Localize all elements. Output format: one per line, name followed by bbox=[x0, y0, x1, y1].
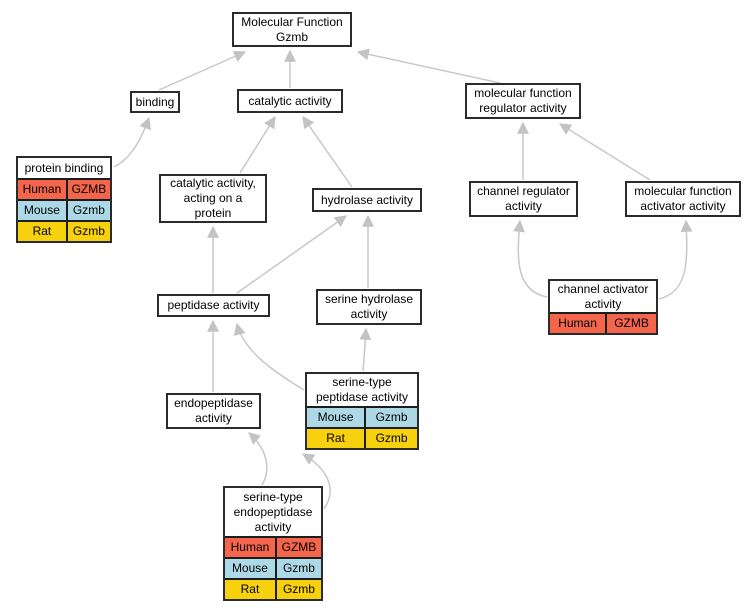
species-gene: Gzmb bbox=[274, 580, 321, 599]
node-serine-hydrolase-activity[interactable]: serine hydrolase activity bbox=[316, 289, 422, 325]
species-row: Rat Gzmb bbox=[307, 427, 417, 448]
node-label: molecular function activator activity bbox=[634, 184, 732, 213]
node-molecular-function-activator-activity[interactable]: molecular function activator activity bbox=[625, 181, 741, 217]
node-label: catalytic activity bbox=[248, 93, 332, 108]
node-label: protein binding bbox=[24, 160, 104, 175]
edge-hydrolase-to-catalytic bbox=[302, 116, 353, 188]
node-label: serine hydrolase activity bbox=[324, 292, 414, 321]
node-label: channel activator activity bbox=[557, 281, 649, 311]
node-label: serine-type peptidase activity bbox=[315, 375, 409, 404]
species-gene: Gzmb bbox=[364, 408, 417, 427]
edge-peptidase-to-hydrolase bbox=[236, 215, 347, 294]
edge-mf-regulator-to-root bbox=[356, 48, 501, 84]
species-row: Rat Gzmb bbox=[18, 220, 110, 241]
edge-channel-activator-to-channel-regulator bbox=[512, 219, 548, 298]
node-label: molecular function regulator activity bbox=[474, 86, 572, 115]
species-row: Rat Gzmb bbox=[225, 578, 321, 599]
node-label: peptidase activity bbox=[167, 298, 260, 312]
species-gene: Gzmb bbox=[364, 429, 417, 448]
node-endopeptidase-activity[interactable]: endopeptidase activity bbox=[166, 393, 261, 429]
species-organism: Rat bbox=[32, 224, 52, 238]
node-channel-activator-activity[interactable]: channel activator activity Human GZMB bbox=[548, 279, 658, 335]
species-row: Human GZMB bbox=[550, 312, 656, 333]
edge-serine-endopeptidase-to-endopeptidase bbox=[248, 432, 268, 486]
node-binding[interactable]: binding bbox=[130, 91, 180, 113]
species-organism: Human bbox=[230, 540, 270, 554]
node-peptidase-activity[interactable]: peptidase activity bbox=[157, 294, 270, 317]
species-table: Human GZMB bbox=[550, 312, 656, 333]
species-row: Mouse Gzmb bbox=[307, 406, 417, 427]
species-row: Mouse Gzmb bbox=[225, 557, 321, 578]
node-catalytic-activity[interactable]: catalytic activity bbox=[237, 89, 343, 113]
node-hydrolase-activity[interactable]: hydrolase activity bbox=[312, 188, 422, 212]
node-label: channel regulator activity bbox=[477, 184, 570, 213]
node-label: binding bbox=[135, 94, 175, 109]
node-label: catalytic activity, acting on a protein bbox=[170, 176, 256, 220]
species-organism: Mouse bbox=[317, 410, 354, 424]
species-gene: GZMB bbox=[605, 314, 656, 333]
species-organism: Human bbox=[558, 316, 597, 330]
node-molecular-function-root[interactable]: Molecular Function Gzmb bbox=[232, 12, 352, 47]
edge-serine-peptidase-to-peptidase bbox=[233, 322, 305, 391]
species-gene: Gzmb bbox=[274, 559, 321, 578]
edge-channel-activator-to-mf-activator bbox=[658, 219, 693, 300]
node-label: endopeptidase activity bbox=[174, 396, 253, 425]
species-gene: GZMB bbox=[65, 180, 110, 199]
edge-serine-peptidase-to-serine-hydrolase bbox=[359, 327, 372, 372]
species-gene: GZMB bbox=[274, 538, 321, 557]
species-organism: Rat bbox=[326, 431, 345, 445]
node-label: Molecular Function Gzmb bbox=[241, 14, 343, 44]
edge-protein-binding-to-binding bbox=[113, 116, 151, 168]
species-row: Mouse Gzmb bbox=[18, 199, 110, 220]
species-row: Human GZMB bbox=[225, 536, 321, 557]
species-organism: Rat bbox=[240, 582, 260, 596]
node-serine-type-endopeptidase-activity[interactable]: serine-type endopeptidase activity Human… bbox=[223, 486, 323, 601]
species-organism: Mouse bbox=[231, 561, 268, 575]
node-label: serine-type endopeptidase activity bbox=[233, 489, 313, 534]
edge-cat-acting-to-catalytic bbox=[239, 115, 276, 174]
edge-mf-activator-to-mf-regulator bbox=[558, 123, 651, 181]
species-organism: Human bbox=[22, 182, 62, 196]
species-gene: Gzmb bbox=[65, 222, 110, 241]
node-catalytic-activity-acting-on-a-protein[interactable]: catalytic activity, acting on a protein bbox=[159, 174, 267, 223]
node-channel-regulator-activity[interactable]: channel regulator activity bbox=[469, 181, 578, 217]
node-molecular-function-regulator-activity[interactable]: molecular function regulator activity bbox=[465, 83, 581, 119]
edge-serine-endopeptidase-to-serine-peptidase bbox=[301, 453, 331, 510]
edge-binding-to-root bbox=[158, 50, 247, 91]
species-organism: Mouse bbox=[23, 203, 60, 217]
node-label: hydrolase activity bbox=[320, 192, 414, 207]
species-gene: Gzmb bbox=[65, 201, 110, 220]
